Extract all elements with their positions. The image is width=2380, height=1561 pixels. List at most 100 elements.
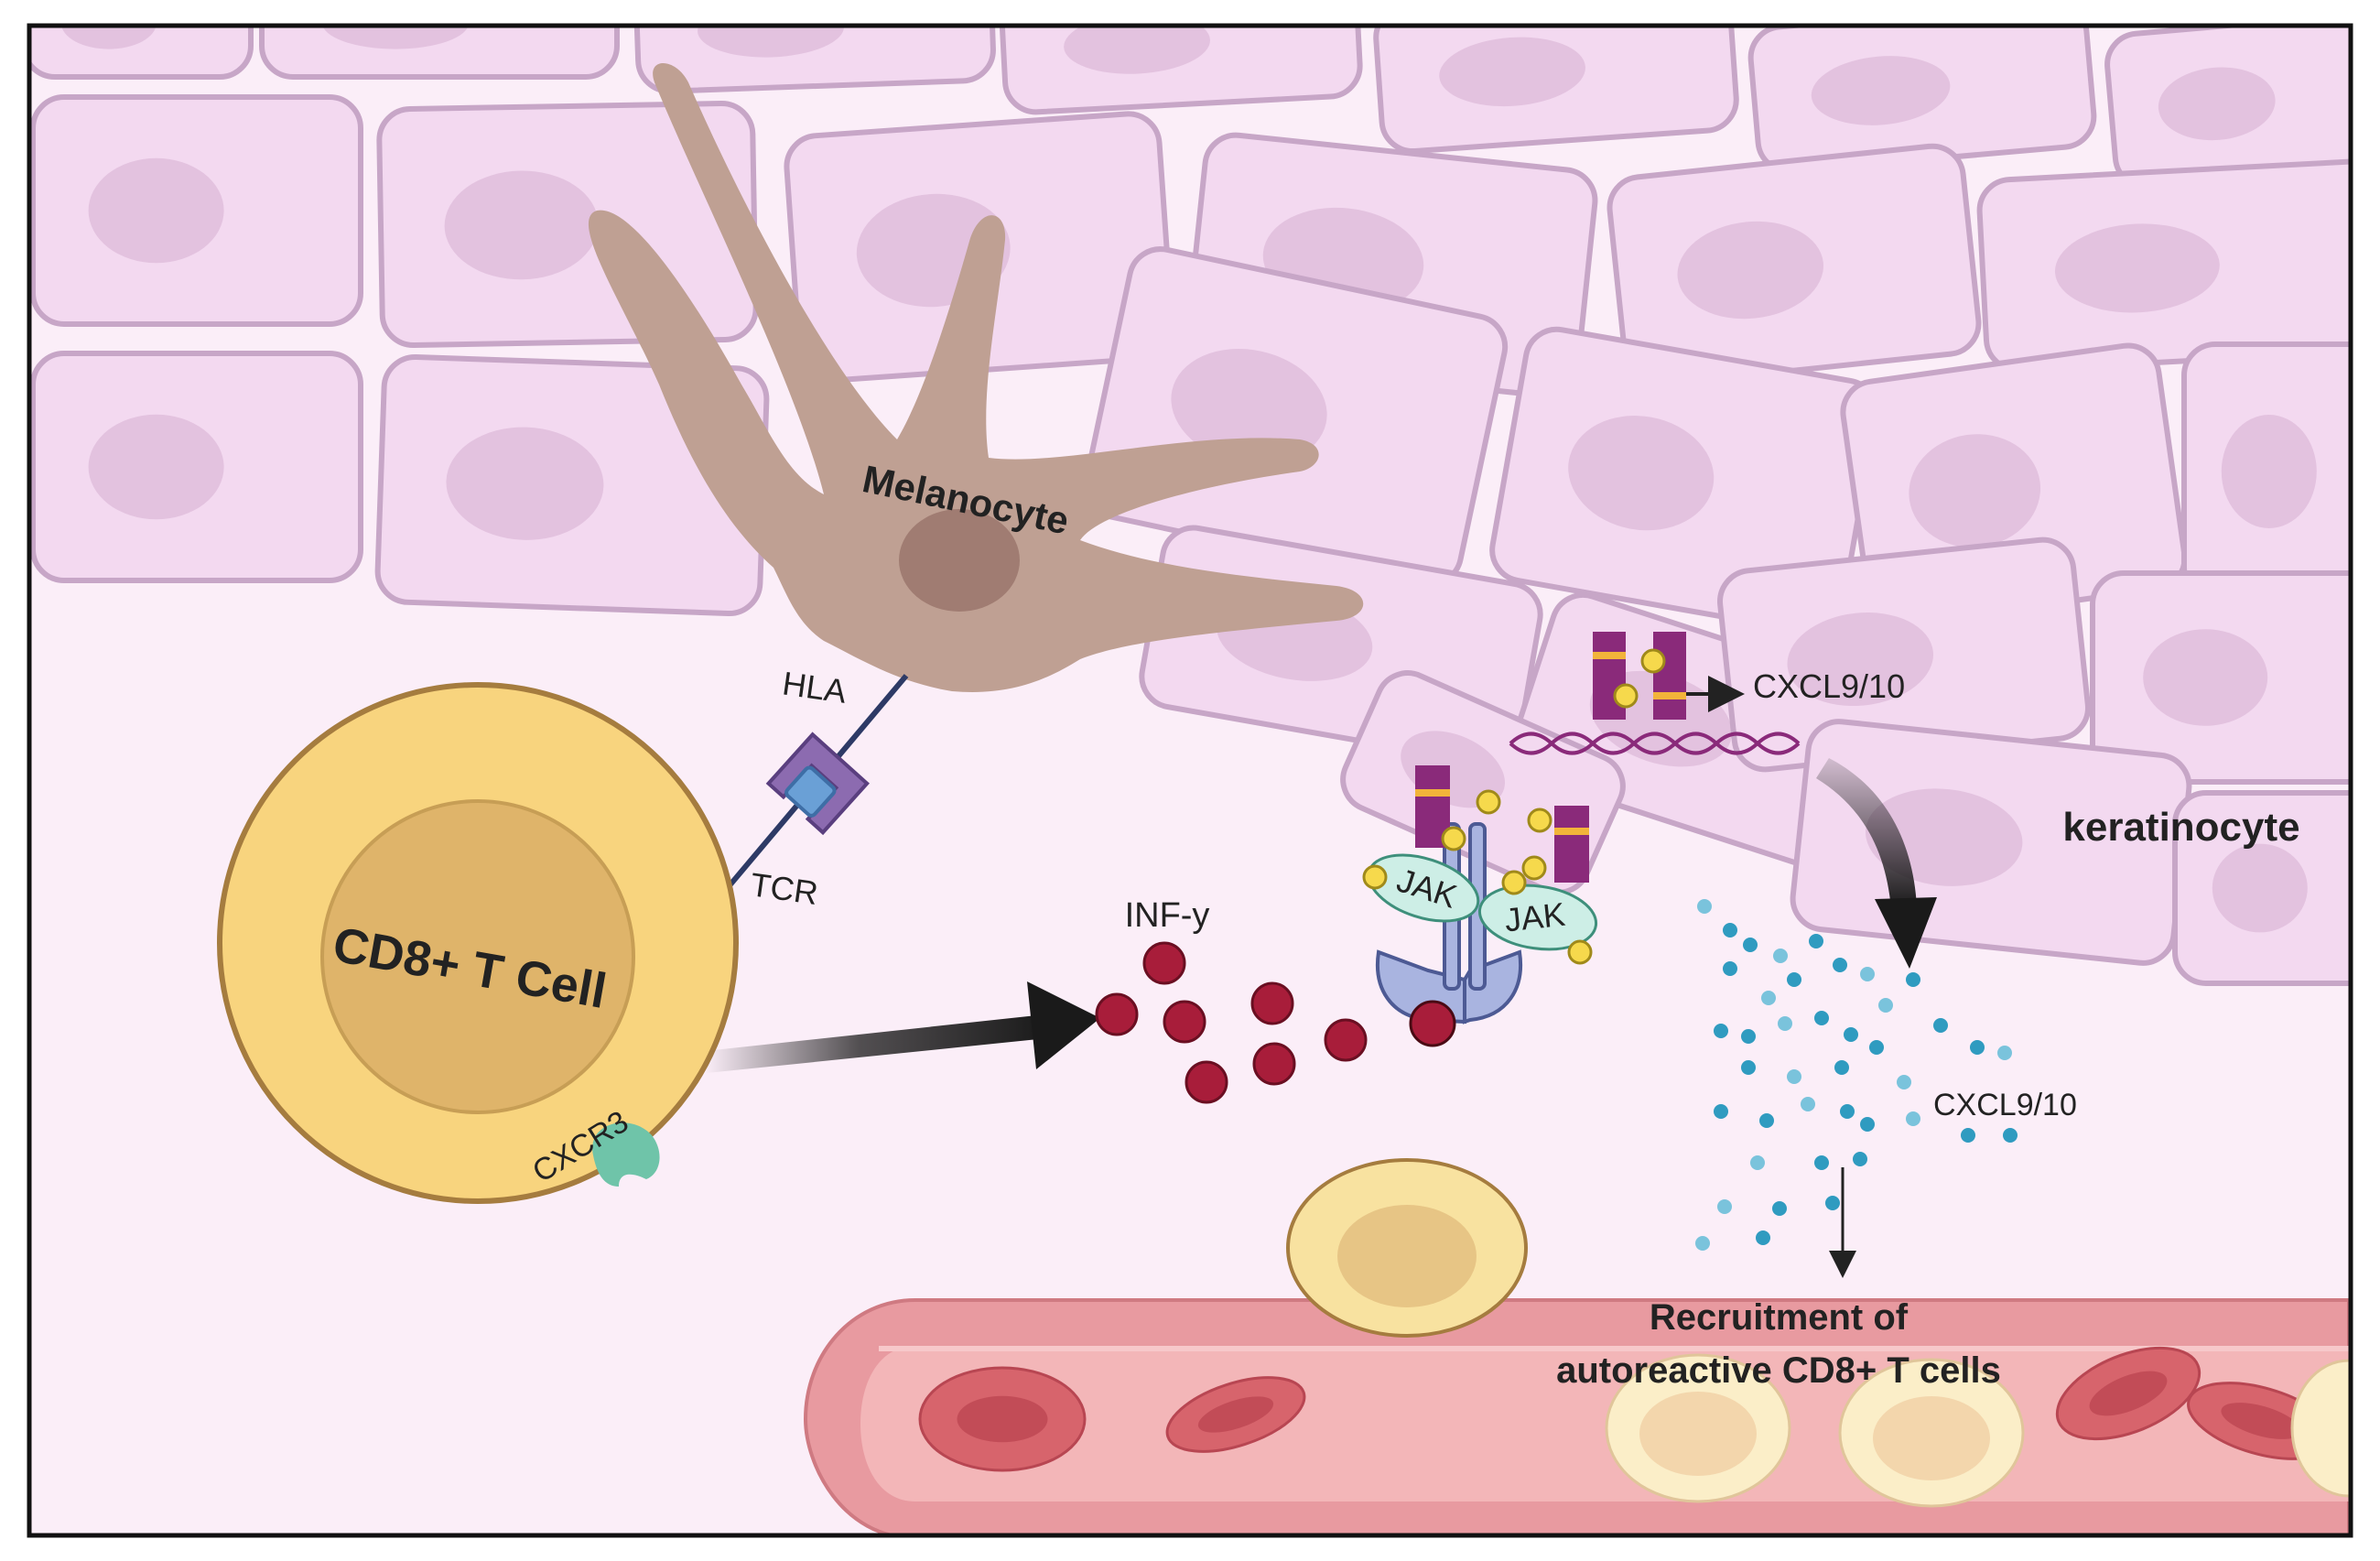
cxcl-chemokine-dot xyxy=(1741,1060,1756,1075)
cxcl-chemokine-dot xyxy=(1933,1018,1948,1033)
ifn-arrow-head xyxy=(1027,981,1100,1069)
phosphate-group xyxy=(1501,870,1527,895)
ifn-gamma-molecule xyxy=(1324,1018,1368,1062)
red-blood-cell xyxy=(1165,1376,1306,1453)
cxcl-chemokine-dot xyxy=(1814,1011,1829,1025)
circulating-t-cell-nucleus xyxy=(1639,1392,1757,1476)
keratinocyte-nucleus xyxy=(1811,56,1951,125)
cxcl-chemokine-dot xyxy=(1723,923,1737,938)
extravasating-t-cell-nucleus xyxy=(1337,1205,1477,1307)
keratinocyte-cell xyxy=(2172,790,2349,986)
cxcl-chemokine-dot xyxy=(1840,1104,1855,1119)
stat-left xyxy=(1415,765,1450,848)
cxcl-chemokine-dot xyxy=(1906,972,1920,987)
phosphate-group xyxy=(1527,808,1552,833)
rbc-center xyxy=(2089,1371,2168,1416)
cxcl-chemokine-dot xyxy=(1761,991,1776,1005)
hla-receptor xyxy=(765,732,870,836)
recruitment-label-line2: autoreactive CD8+ T cells xyxy=(1556,1350,2001,1391)
cd8-t-cell: CD8+ T Cell xyxy=(217,682,739,1204)
rbc-center xyxy=(957,1395,1048,1443)
cxcl-chemokine-dot xyxy=(1897,1075,1911,1089)
keratinocyte-nucleus xyxy=(2158,67,2276,141)
keratinocyte-membrane xyxy=(633,27,996,94)
cxcl-chemokine-dot xyxy=(1717,1199,1732,1214)
keratinocyte-nucleus xyxy=(1568,416,1715,531)
cxcl-chemokine-dots xyxy=(1695,899,2018,1251)
cxcl-chemokine-dot xyxy=(1833,958,1847,972)
stat-dimer-right xyxy=(1653,632,1686,720)
ifn-secretion-arrow xyxy=(705,981,1100,1073)
keratinocyte-nucleus xyxy=(1439,37,1585,107)
bound-ifn-gamma xyxy=(1409,1000,1456,1047)
phosphate-dimer-a xyxy=(1640,648,1666,674)
ifn-gamma-molecule xyxy=(1095,992,1139,1036)
cxcl-chemokine-dot xyxy=(1878,998,1893,1013)
cxcl-chemokine-dot xyxy=(1759,1113,1774,1128)
cxcl-chemokine-dot xyxy=(1756,1230,1770,1245)
phosphate-group xyxy=(1521,855,1547,881)
cxcl-chemokine-dot xyxy=(1961,1128,1975,1143)
curved-arrow-shaft xyxy=(1816,758,1917,908)
phosphate-group xyxy=(1476,789,1501,815)
keratinocyte-cell xyxy=(1717,537,2091,773)
ifn-gamma-receptor: JAK JAK xyxy=(1362,765,1598,1047)
keratinocyte-cell xyxy=(1747,27,2097,174)
keratinocyte-nucleus xyxy=(1787,612,1934,707)
keratinocyte-nucleus xyxy=(446,427,604,540)
keratinocyte-cell xyxy=(31,351,363,583)
cxcl-chemokine-dot xyxy=(1778,1016,1792,1031)
cxcl-chemokine-dot xyxy=(2003,1128,2018,1143)
keratinocyte-cell xyxy=(31,27,254,80)
stat-band-left xyxy=(1415,789,1450,797)
ifn-label: INF-y xyxy=(1125,896,1210,935)
circulating-t-cell-edge xyxy=(2290,1359,2349,1498)
cxcl-secreted-label: CXCL9/10 xyxy=(1933,1088,2077,1122)
keratinocyte-label: keratinocyte xyxy=(2062,805,2299,850)
stat-right xyxy=(1554,806,1589,883)
keratinocyte-cell xyxy=(2181,341,2349,602)
ifn-gamma-molecule xyxy=(1142,941,1186,985)
cxcl-chemokine-dot xyxy=(1741,1029,1756,1044)
hla-tcr-complex: HLA TCR xyxy=(713,664,909,912)
vessel-cells xyxy=(918,1346,2349,1508)
keratinocyte-cell xyxy=(2090,570,2349,785)
cxcl-gene-label: CXCL9/10 xyxy=(1753,667,1905,705)
red-blood-cell xyxy=(2055,1346,2202,1441)
circulating-t-cell-nucleus xyxy=(1873,1396,1990,1480)
melanocyte-body xyxy=(588,63,1364,692)
keratinocyte-nucleus xyxy=(88,414,224,520)
keratinocyte-nucleus xyxy=(1064,27,1210,74)
curved-arrow-head xyxy=(1875,897,1937,969)
stat-dimer-band-right xyxy=(1653,692,1686,699)
keratinocyte-cell xyxy=(1976,158,2349,373)
keratinocyte-cell xyxy=(1606,143,1982,388)
rbc-center xyxy=(1197,1396,1274,1433)
ifn-gamma-molecule xyxy=(1185,1060,1228,1104)
cxcl-chemokine-dot xyxy=(1853,1152,1867,1166)
hla-label: HLA xyxy=(780,664,849,710)
vessel-lumen-edge xyxy=(879,1346,2349,1351)
phosphate-group xyxy=(1362,864,1388,890)
cxcl-chemokine-dot xyxy=(1750,1155,1765,1170)
keratinocyte-nucleus xyxy=(2143,629,2268,726)
cxcl-chemokine-dot xyxy=(1723,961,1737,976)
cxcl-chemokine-dot xyxy=(1869,1040,1884,1055)
keratinocyte-cell xyxy=(31,94,363,327)
transcription-complex: CXCL9/10 xyxy=(1509,632,1905,755)
blood-vessel xyxy=(803,1298,2349,1534)
circulating-t-cell xyxy=(1605,1353,1791,1503)
ifn-gamma-molecule xyxy=(1250,981,1294,1025)
t-cell-nucleus xyxy=(320,799,635,1114)
keratinocyte-nucleus xyxy=(1171,349,1327,465)
cxcl-chemokine-dot xyxy=(1809,934,1823,949)
cxcl-chemokine-dot xyxy=(1801,1097,1815,1111)
cxcl-chemokine-dot xyxy=(1834,1060,1849,1075)
phosphate-dimer-b xyxy=(1613,683,1639,709)
keratinocyte-nucleus xyxy=(1677,221,1824,320)
keratinocyte-cell xyxy=(633,27,996,94)
chemokine-secretion-arrow xyxy=(1816,758,1937,969)
cxcl-chemokine-dot xyxy=(1714,1024,1728,1038)
cxcl-chemokine-dot xyxy=(1787,972,1801,987)
